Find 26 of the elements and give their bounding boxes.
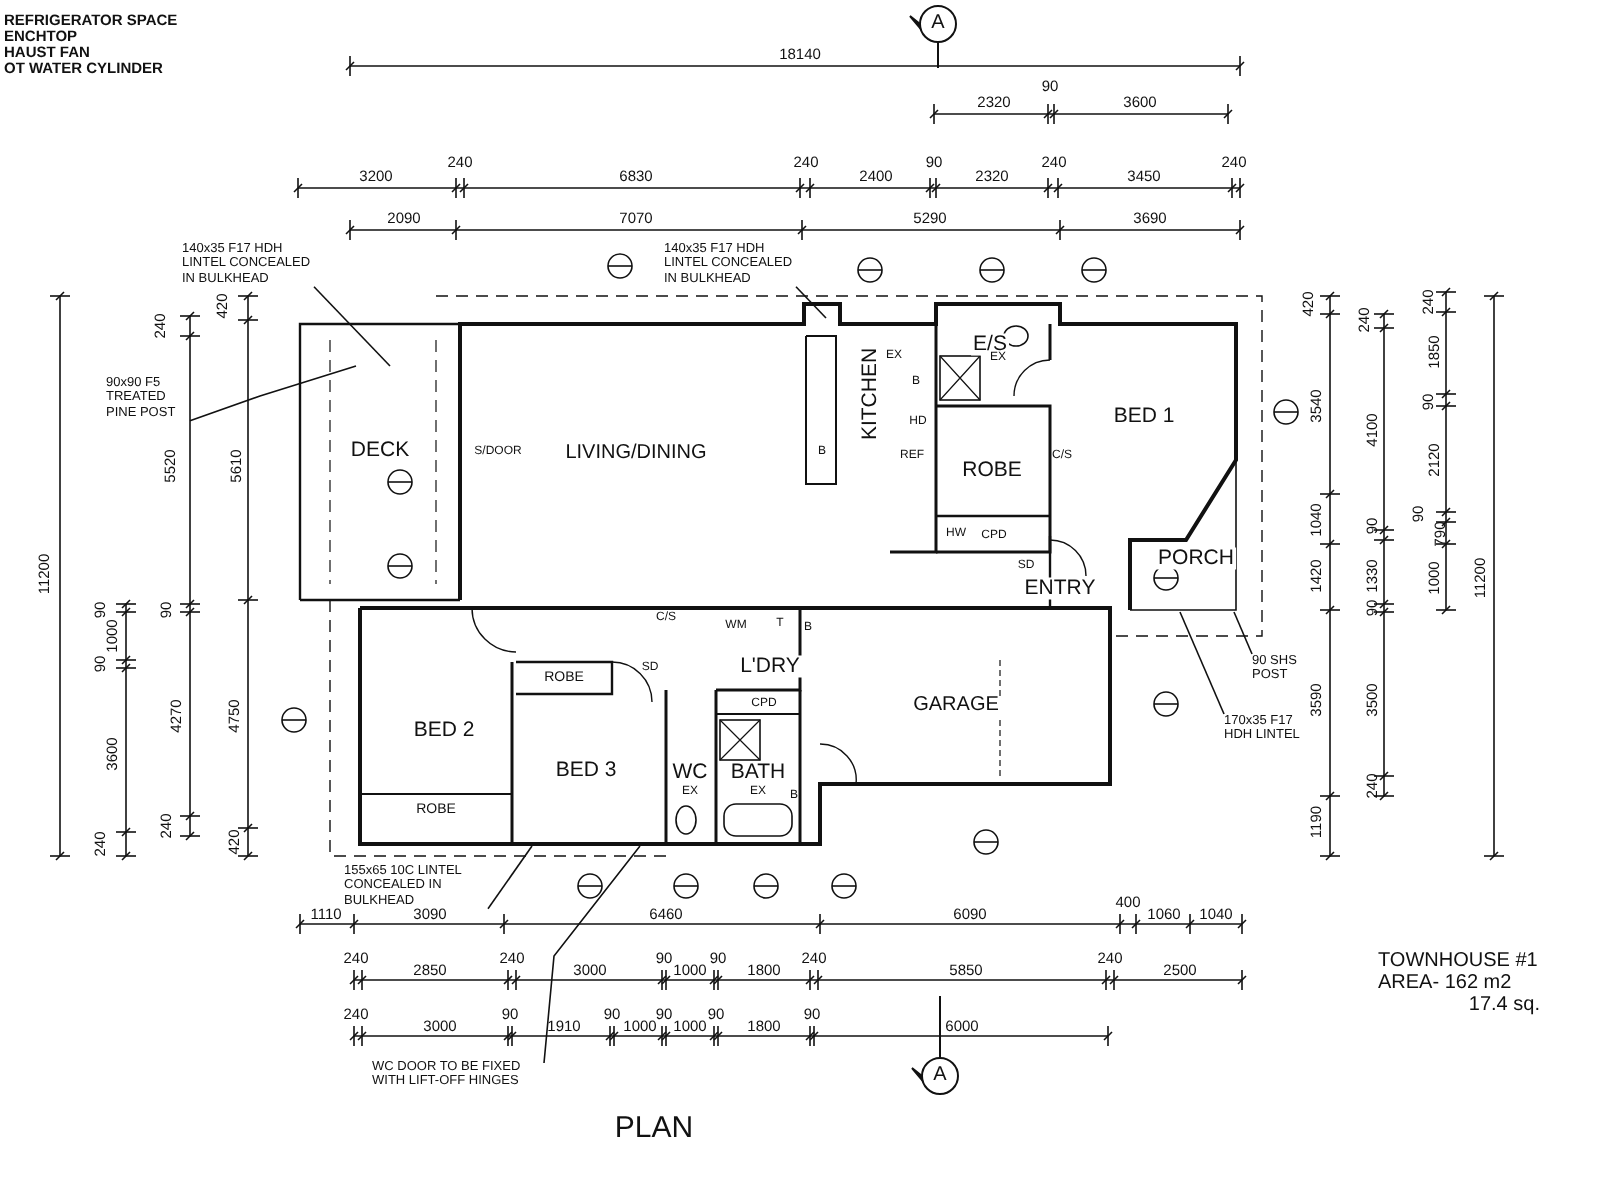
room-label: ROBE [960, 459, 1024, 481]
leader-line [313, 286, 391, 367]
room-label: BED 1 [1111, 405, 1177, 427]
area-note: TOWNHOUSE #1 [1378, 952, 1538, 972]
area-note: 17.4 sq. [1468, 996, 1540, 1016]
room-label: KITCHEN [859, 345, 881, 443]
section-label: A [933, 1066, 947, 1086]
drawing-title: PLAN [614, 1113, 694, 1143]
leader-line [795, 286, 827, 319]
room-label: GARAGE [911, 696, 1001, 716]
room-label: DECK [348, 439, 412, 461]
leader-line [189, 365, 357, 422]
room-label: BED 2 [411, 719, 477, 741]
area-note: AREA- 162 m2 [1378, 974, 1512, 994]
room-label: LIVING/DINING [563, 444, 709, 464]
room-label: ENTRY [1022, 577, 1098, 599]
leader-line [543, 845, 641, 1064]
room-label: PORCH [1156, 547, 1236, 569]
section-label: A [931, 14, 945, 34]
leader-line [1179, 611, 1225, 715]
leader-line [487, 845, 533, 910]
leader-line [1233, 611, 1253, 655]
room-label: BED 3 [553, 759, 619, 781]
room-label: WC [670, 761, 710, 783]
room-label: L'DRY [738, 655, 802, 677]
room-label: BATH [728, 761, 788, 783]
